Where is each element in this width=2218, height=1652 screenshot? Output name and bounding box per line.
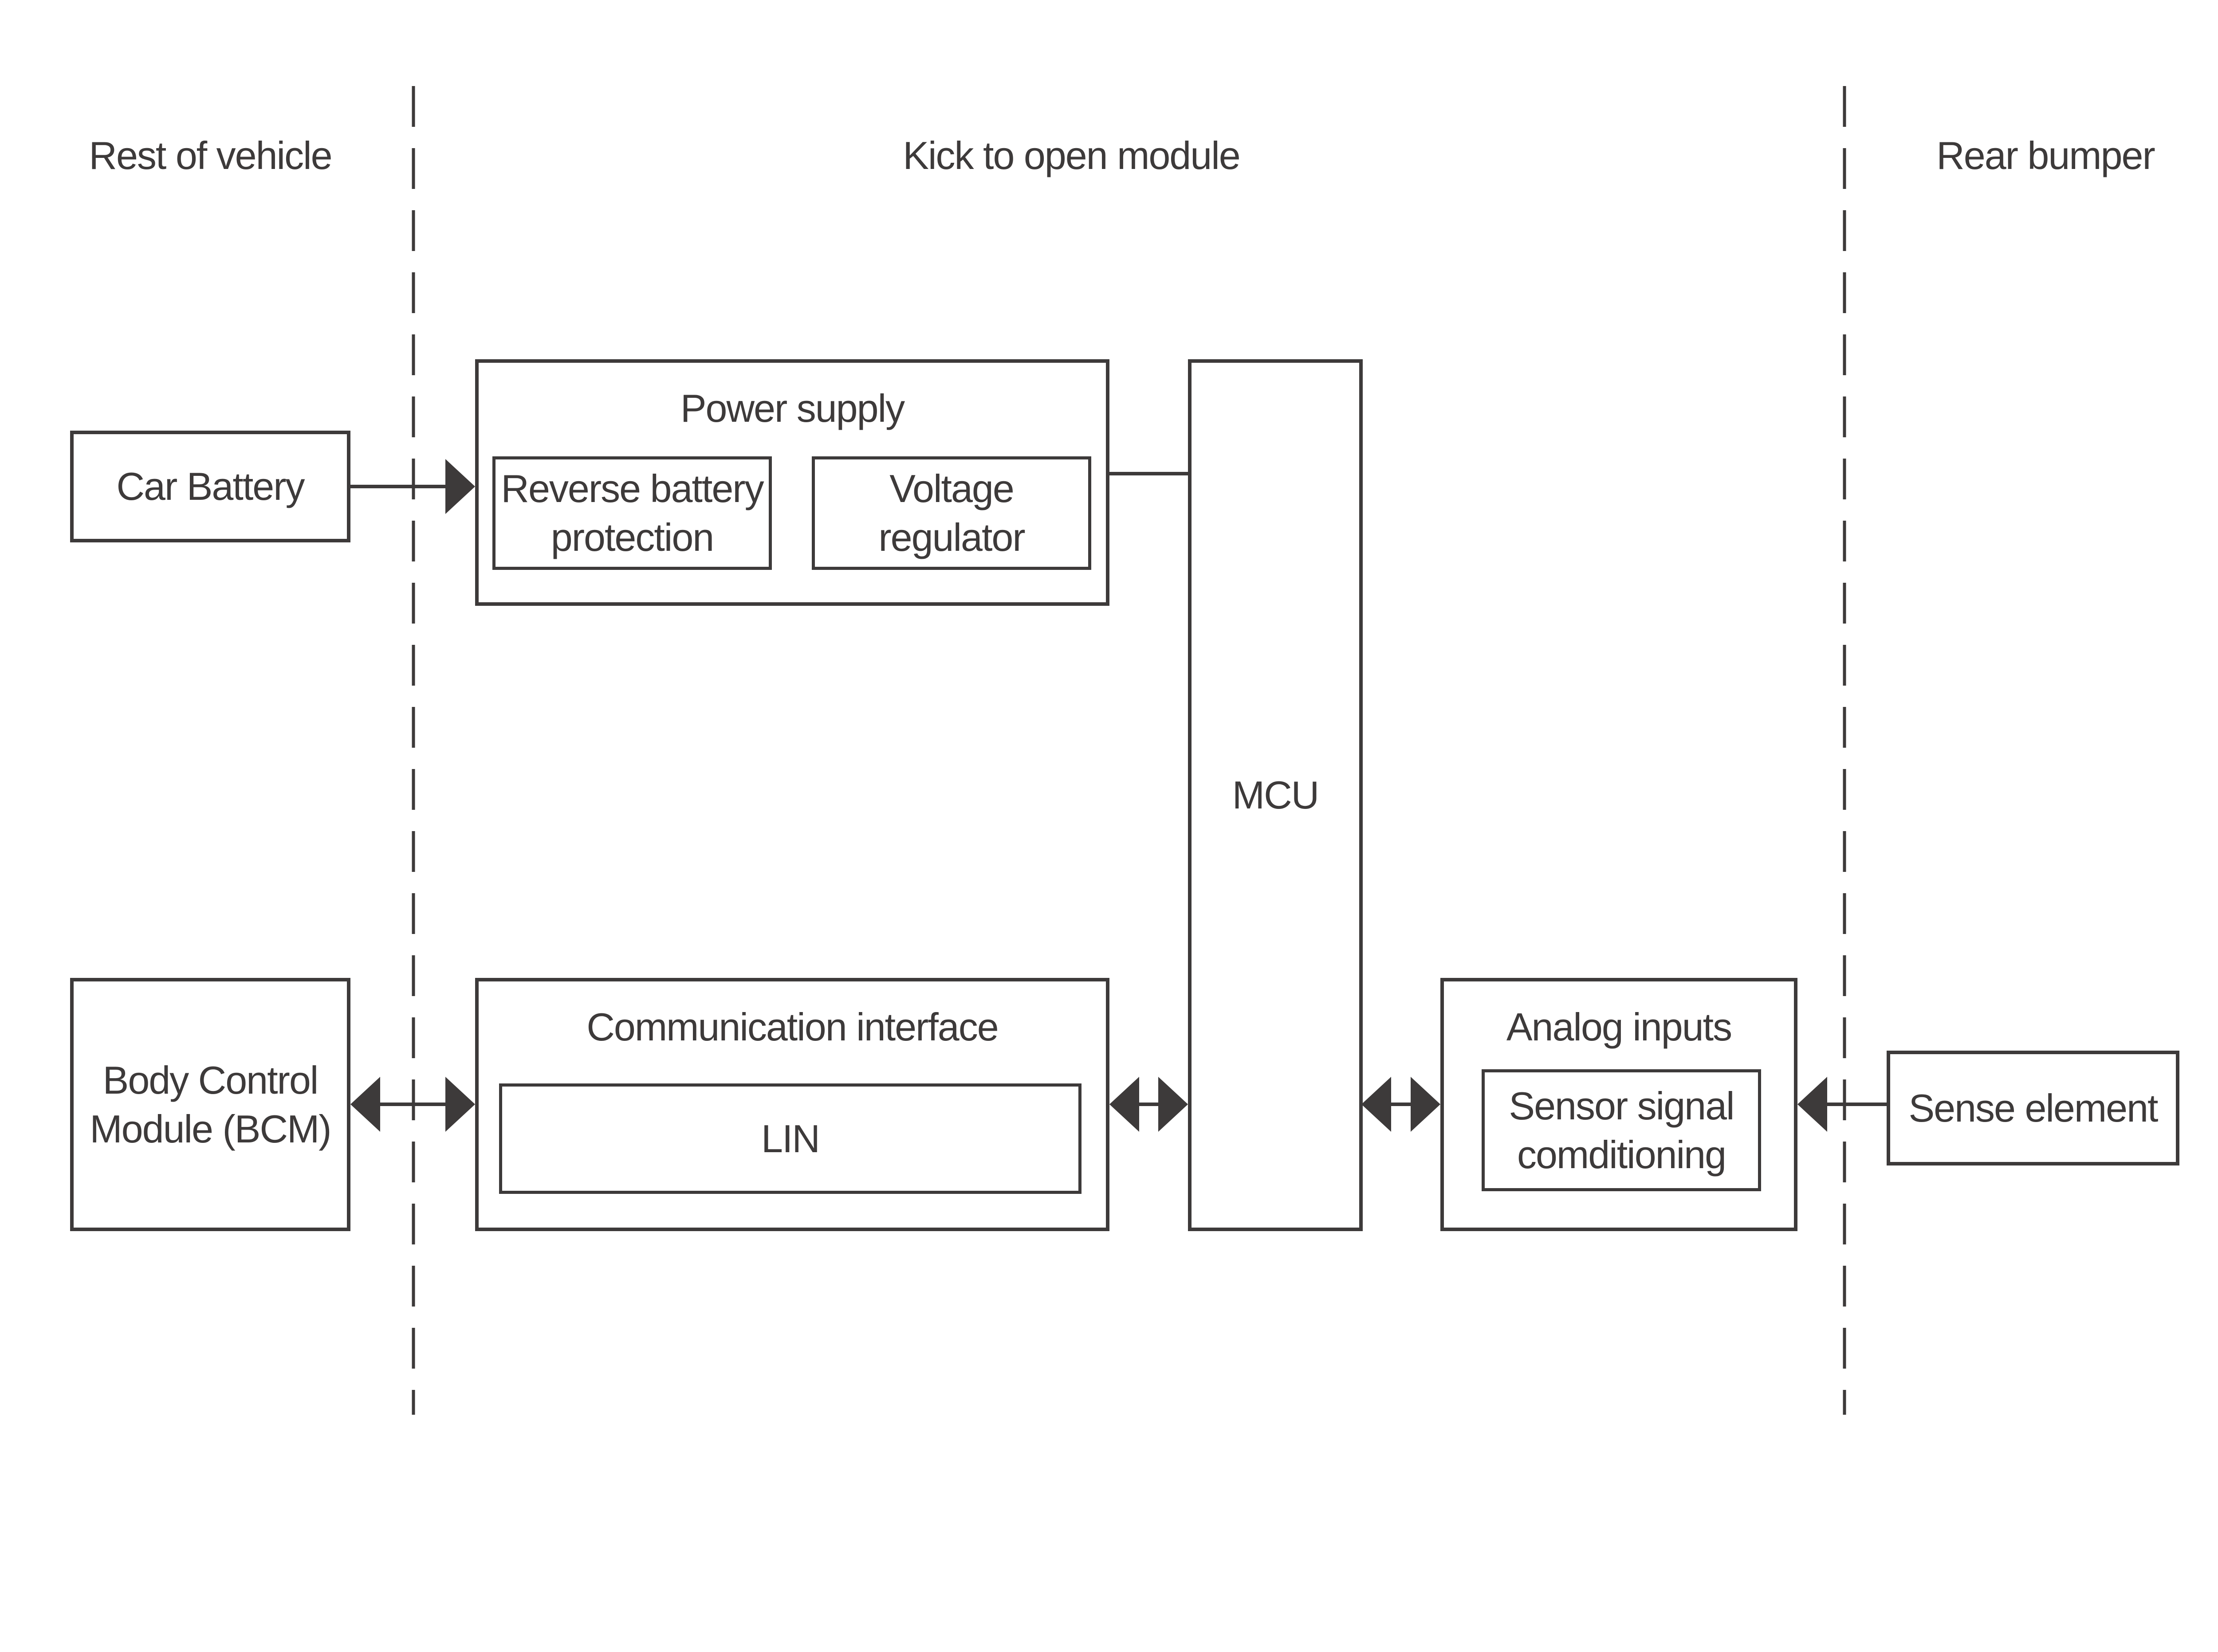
lin-box: LIN — [499, 1083, 1081, 1194]
reverse-battery-protection-box: Reverse battery protection — [492, 456, 772, 570]
communication-interface-title: Communication interface — [586, 1005, 999, 1049]
sensor-signal-line1: Sensor signal — [1509, 1083, 1734, 1128]
section-label-rest-of-vehicle: Rest of vehicle — [89, 133, 332, 177]
mcu-box: MCU — [1188, 359, 1363, 1231]
sense-element-box: Sense element — [1887, 1051, 2179, 1165]
section-label-rear-bumper: Rear bumper — [1936, 133, 2155, 177]
arrow-mcu-analog — [1361, 1077, 1440, 1132]
voltage-regulator-line2: regulator — [878, 515, 1025, 559]
reverse-battery-protection-line2: protection — [551, 515, 714, 559]
reverse-battery-protection-line1: Reverse battery — [501, 467, 764, 510]
sensor-signal-line2: comditioning — [1517, 1132, 1726, 1177]
power-supply-group: Power supply Reverse battery protection … — [475, 359, 1109, 606]
analog-inputs-group: Analog inputs Sensor signal comditioning — [1440, 978, 1797, 1231]
bcm-label-line1: Body Control — [102, 1058, 319, 1102]
arrow-sense-to-analog — [1797, 1077, 1887, 1132]
section-label-kick-to-open-module: Kick to open module — [903, 133, 1240, 177]
analog-inputs-title: Analog inputs — [1506, 1005, 1732, 1049]
power-supply-title: Power supply — [680, 386, 905, 430]
arrow-bcm-comm — [350, 1077, 475, 1132]
communication-interface-group: Communication interface LIN — [475, 978, 1109, 1231]
car-battery-label: Car Battery — [116, 464, 305, 508]
arrow-comm-mcu — [1109, 1077, 1188, 1132]
lin-label: LIN — [761, 1116, 820, 1161]
sense-element-label: Sense element — [1908, 1086, 2158, 1130]
mcu-label: MCU — [1232, 773, 1319, 817]
body-control-module-box: Body Control Module (BCM) — [70, 978, 350, 1231]
car-battery-box: Car Battery — [70, 431, 350, 542]
bcm-label-line2: Module (BCM) — [90, 1107, 331, 1151]
voltage-regulator-box: Voltage regulator — [812, 456, 1091, 570]
arrow-battery-to-power — [350, 459, 475, 514]
voltage-regulator-line1: Voltage — [889, 467, 1015, 510]
sensor-signal-conditioning-box: Sensor signal comditioning — [1482, 1069, 1761, 1191]
